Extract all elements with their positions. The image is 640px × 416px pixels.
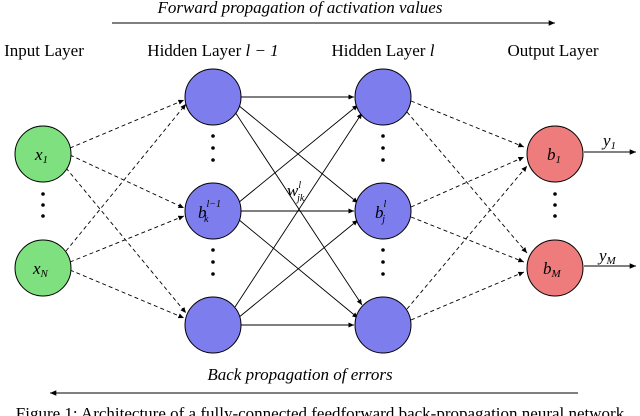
output-label-yM: yM [597,246,617,267]
svg-text:b1: b1 [547,145,561,166]
node-xN: xN [14,239,72,297]
figure-caption: Figure 1: Architecture of a fully-connec… [16,404,625,416]
input-layer-label: Input Layer [4,41,84,60]
backward-arrow-label: Back propagation of errors [207,365,393,384]
hidden-layer-1-label: Hidden Layer l − 1 [147,41,278,60]
svg-text:bM: bM [543,259,562,280]
vertical-dots-input [41,192,45,218]
forward-arrow-label: Forward propagation of activation values [157,0,443,17]
edges-hidden2-output [406,100,528,321]
svg-text:bl−1k: bl−1k [198,199,221,225]
vertical-dots-hidden1-lower [211,248,215,276]
hidden-layer-2-label: Hidden Layer l [332,41,435,60]
svg-text:xN: xN [32,259,49,280]
output-layer-label: Output Layer [507,41,598,60]
edges-input-hidden1 [65,99,187,319]
edges-hidden1-hidden2 [234,94,363,328]
node-hidden2-top [354,68,412,126]
vertical-dots-hidden2-lower [381,248,385,276]
svg-text:x1: x1 [34,145,48,166]
node-bM: bM [526,239,584,297]
output-label-y1: y1 [601,131,616,152]
node-hidden1-top [184,68,242,126]
vertical-dots-hidden2-upper [381,134,385,162]
node-b1: b1 [526,125,584,183]
node-x1: x1 [14,125,72,183]
svg-text:blj: blj [375,199,387,225]
vertical-dots-hidden1-upper [211,134,215,162]
vertical-dots-output [553,192,557,218]
node-hidden1-bottom [184,296,242,354]
node-hidden2-bottom [354,296,412,354]
